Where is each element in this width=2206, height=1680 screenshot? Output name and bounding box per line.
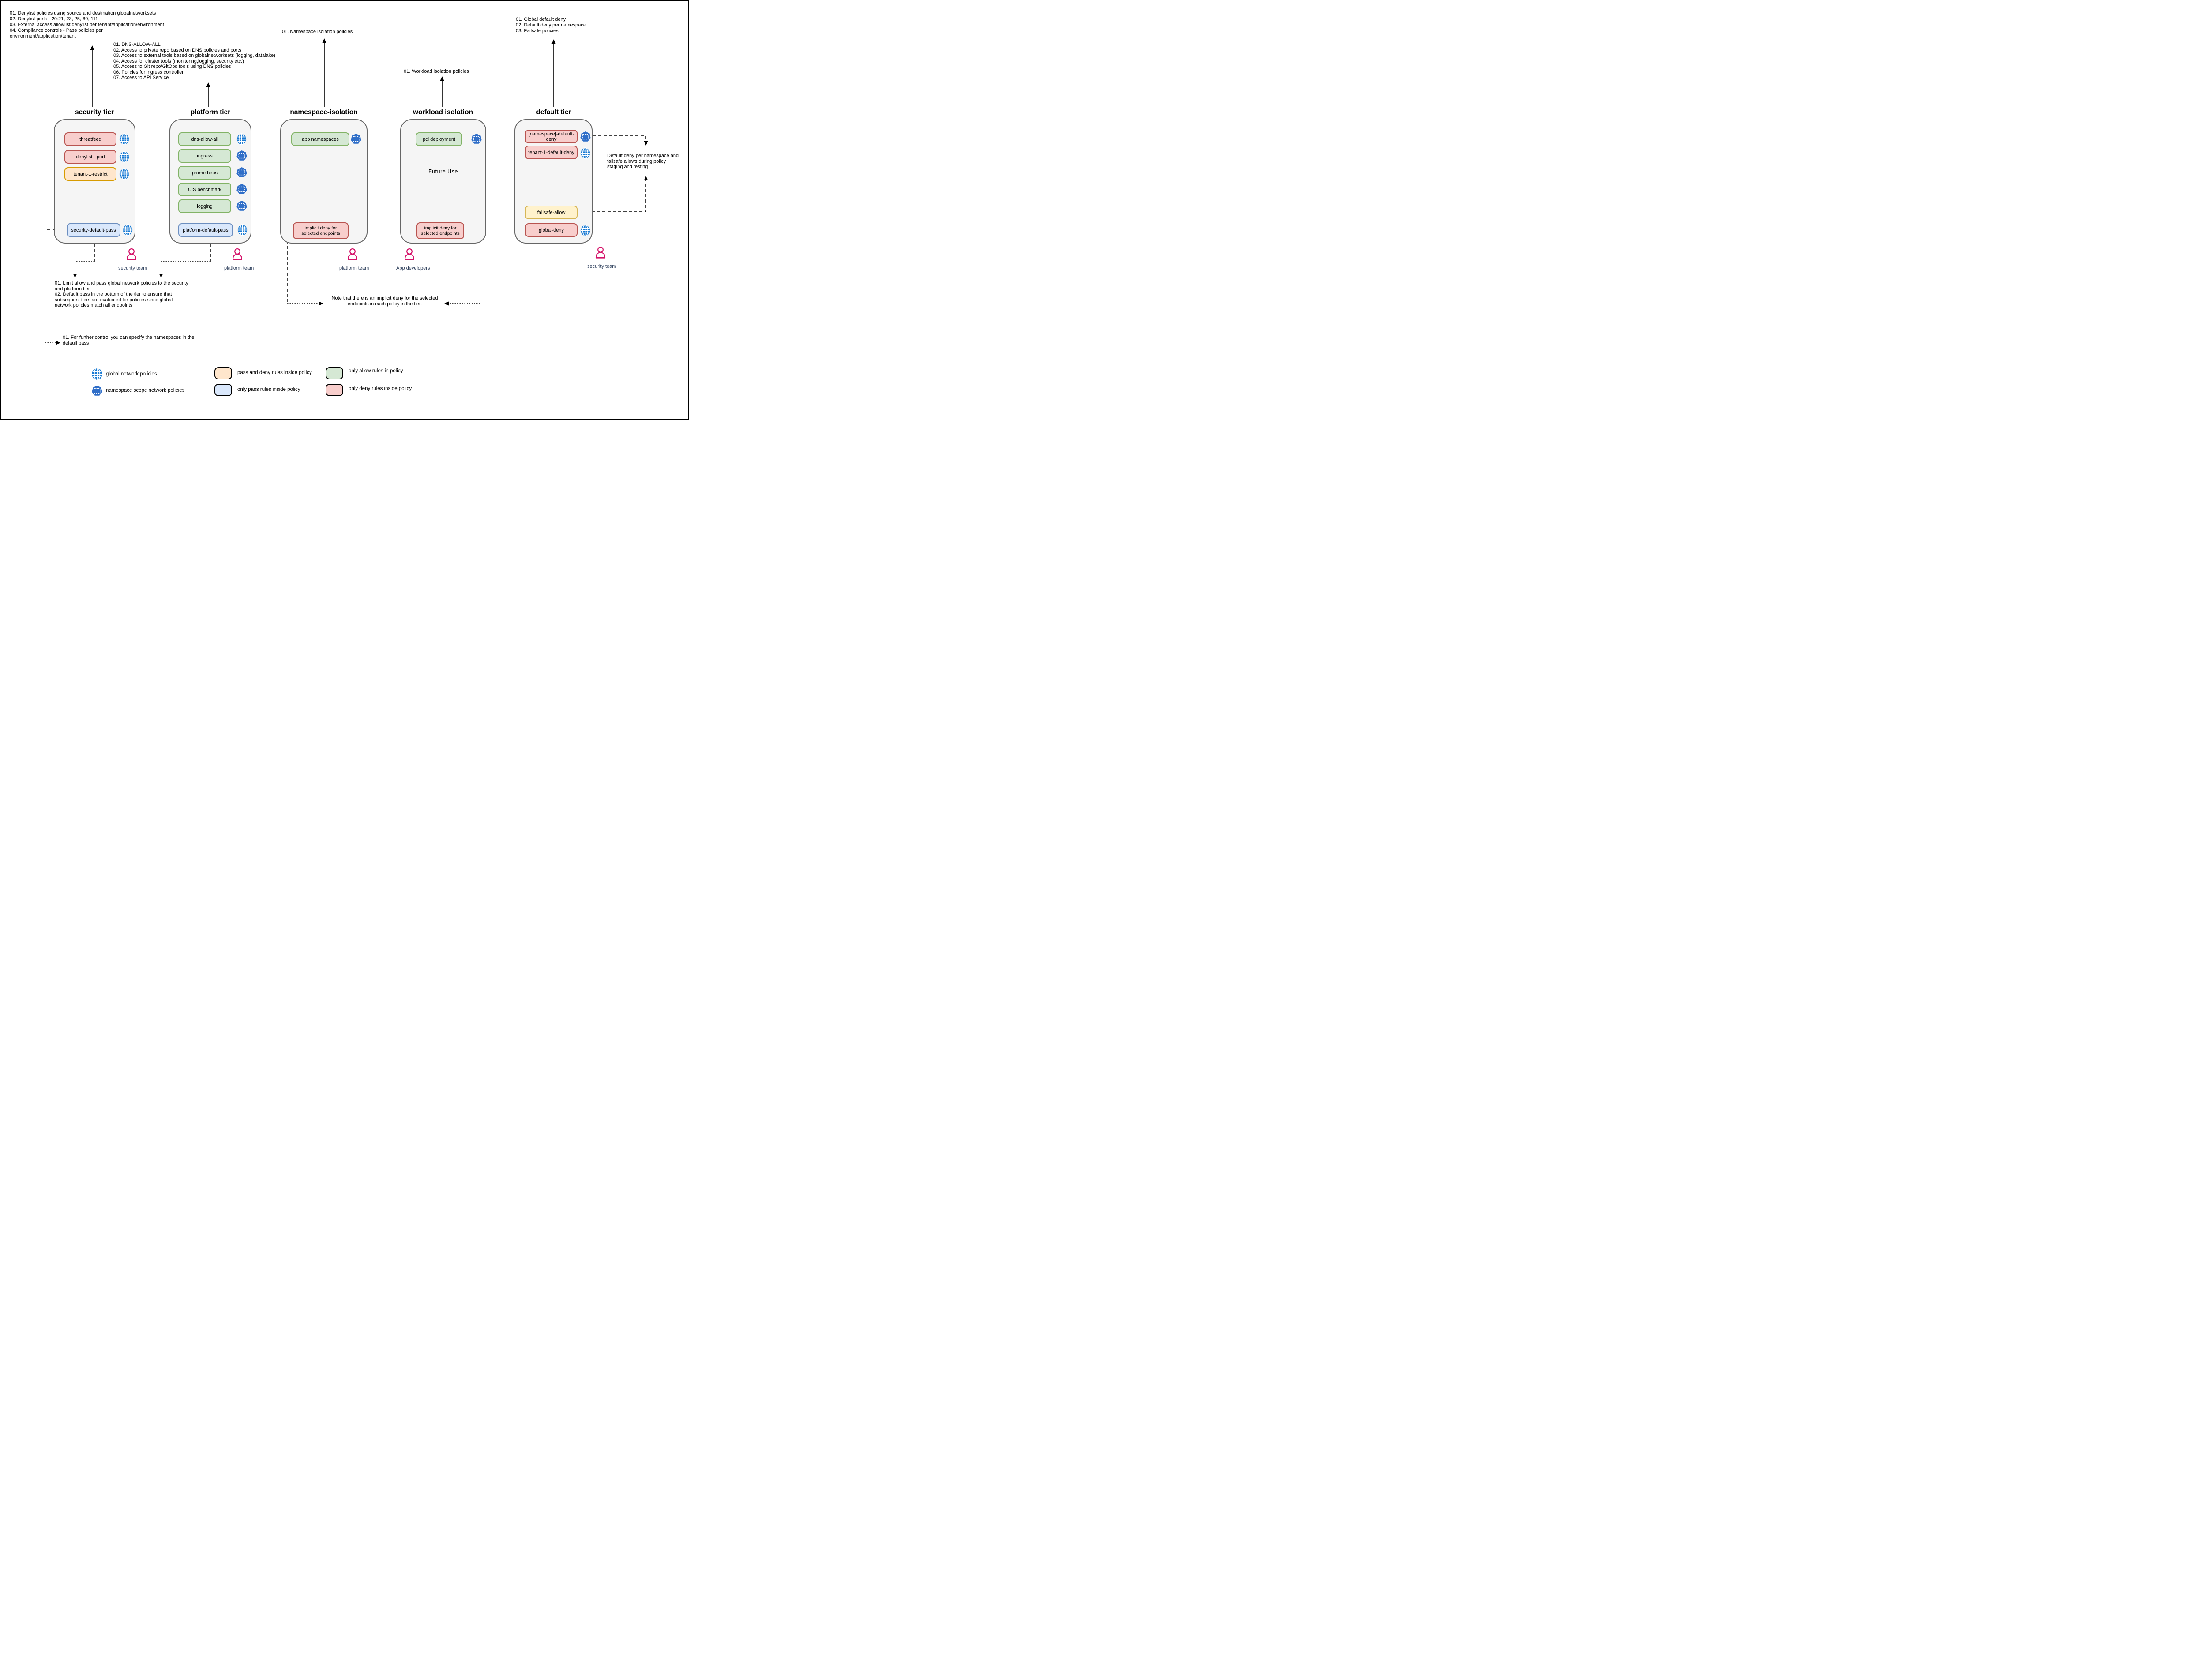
person-icon: [125, 248, 138, 263]
policy-logging: logging: [178, 199, 231, 213]
tier-title-platform: platform tier: [190, 109, 231, 116]
policy-pci-deployment: pci deployment: [416, 132, 462, 146]
namespace-isolation-note: 01. Namespace isolation policies: [282, 29, 353, 34]
policy-ingress: ingress: [178, 149, 231, 163]
policy-tenant-1-default-deny: tenant-1-default-deny: [525, 146, 578, 159]
person-icon: [594, 247, 607, 262]
person-icon: [231, 248, 244, 263]
legend-deny: only deny rules inside policy: [349, 386, 412, 391]
platform-tier-notes: 01. DNS-ALLOW-ALL 02. Access to private …: [113, 42, 275, 80]
tier-default: [namespace]-default-deny tenant-1-defaul…: [514, 119, 593, 244]
team-label: security team: [587, 264, 616, 269]
globe-icon: [119, 133, 129, 147]
policy-cis-benchmark: CIS benchmark: [178, 183, 231, 196]
team-platform-1: platform team: [224, 248, 254, 271]
policy-global-deny: global-deny: [525, 223, 578, 237]
namespace-icon: [236, 201, 248, 214]
policy-prometheus: prometheus: [178, 166, 231, 180]
tier-security: threatfeed denylist - port tenant-1-rest…: [54, 119, 135, 244]
policy-platform-default-pass: platform-default-pass: [178, 223, 233, 237]
globe-icon: [580, 147, 590, 161]
globe-icon: [91, 367, 103, 383]
namespace-icon: [236, 150, 248, 163]
namespace-icon: [580, 131, 591, 144]
policy-failsafe-allow: failsafe-allow: [525, 206, 578, 219]
tier-namespace-isolation: app namespaces implicit deny for selecte…: [280, 119, 368, 244]
policy-denylist-port: denylist - port: [64, 150, 116, 164]
legend-swatch-pass: [214, 384, 232, 396]
future-use-label: Future Use: [428, 169, 458, 175]
person-icon: [346, 248, 359, 263]
team-label: platform team: [339, 266, 369, 271]
workload-isolation-note: 01. Workload isolation policies: [404, 69, 469, 74]
team-security-2: security team: [587, 246, 616, 269]
legend-swatch-allow: [326, 367, 343, 379]
team-label: App developers: [396, 266, 430, 271]
policy-dns-allow-all: dns-allow-all: [178, 132, 231, 146]
globe-icon: [123, 224, 133, 238]
namespace-icon: [350, 134, 362, 146]
policy-implicit-deny-namespace: implicit deny for selected endpoints: [293, 222, 349, 239]
legend-global-policies: global network policies: [106, 371, 157, 377]
policy-app-namespaces: app namespaces: [291, 132, 349, 146]
team-label: security team: [118, 266, 147, 271]
team-platform-2: platform team: [339, 248, 369, 271]
policy-threatfeed: threatfeed: [64, 132, 116, 146]
policy-namespace-default-deny: [namespace]-default-deny: [525, 130, 578, 143]
diagram-canvas: 01. Denylist policies using source and d…: [0, 0, 689, 420]
namespace-icon: [91, 386, 103, 398]
namespace-icon: [471, 134, 482, 146]
default-tier-notes: 01. Global default deny 02. Default deny…: [516, 17, 586, 34]
globe-icon: [237, 224, 248, 238]
tier-title-namespace-isolation: namespace-isolation: [290, 109, 358, 116]
team-app-developers: App developers: [396, 248, 430, 271]
person-icon: [403, 248, 416, 263]
tier-title-workload-isolation: workload isolation: [413, 109, 473, 116]
security-platform-bottom-note: 01. Limit allow and pass global network …: [55, 281, 188, 308]
globe-icon: [119, 168, 129, 182]
globe-icon: [119, 150, 129, 165]
namespace-icon: [236, 184, 248, 197]
legend-allow: only allow rules in policy: [349, 368, 403, 374]
globe-icon: [580, 224, 590, 239]
policy-implicit-deny-workload: implicit deny for selected endpoints: [416, 222, 464, 239]
legend-namespace-policies: namespace scope network policies: [106, 388, 185, 393]
default-deny-right-note: Default deny per namespace and failsafe …: [607, 153, 679, 169]
legend-pass-deny: pass and deny rules inside policy: [237, 370, 312, 375]
legend-swatch-pass-deny: [214, 367, 232, 379]
team-label: platform team: [224, 266, 254, 271]
namespace-icon: [236, 167, 248, 180]
tier-title-default: default tier: [536, 109, 571, 116]
policy-tenant-1-restrict: tenant-1-restrict: [64, 167, 116, 181]
team-security-1: security team: [118, 248, 147, 271]
tier-annotation-arrows: [90, 38, 556, 107]
policy-security-default-pass: security-default-pass: [67, 223, 120, 237]
legend-pass: only pass rules inside policy: [237, 387, 300, 392]
globe-icon: [236, 133, 247, 147]
tier-workload-isolation: pci deployment Future Use implicit deny …: [400, 119, 486, 244]
tier-platform: dns-allow-all ingress prometheus CIS ben…: [169, 119, 251, 244]
legend-swatch-deny: [326, 384, 343, 396]
tier-title-security: security tier: [75, 109, 114, 116]
implicit-deny-note: Note that there is an implicit deny for …: [331, 296, 438, 307]
default-pass-note: 01. For further control you can specify …: [63, 335, 195, 346]
security-tier-notes: 01. Denylist policies using source and d…: [10, 11, 164, 39]
